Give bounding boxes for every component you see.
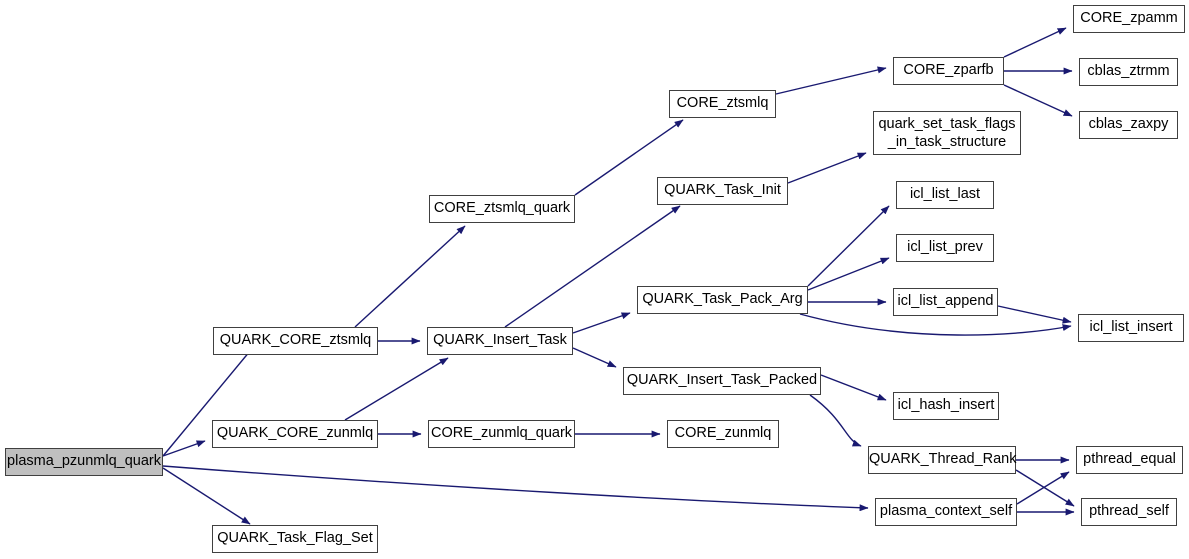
graph-node-label: icl_list_last	[909, 186, 981, 203]
graph-edge-plasma-context-self-to-pthread-equal	[1016, 471, 1070, 505]
graph-edge-quark-core-zunmlq-to-quark-insert-task	[344, 357, 449, 421]
graph-node-icl-list-prev[interactable]: icl_list_prev	[896, 234, 994, 262]
graph-node-quark-insert-task-packed[interactable]: QUARK_Insert_Task_Packed	[623, 367, 821, 395]
graph-node-label: cblas_zaxpy	[1088, 116, 1169, 133]
graph-node-label: CORE_zunmlq_quark	[430, 425, 573, 442]
graph-node-label: QUARK_CORE_zunmlq	[216, 425, 374, 442]
graph-edge-quark-insert-task-packed-to-icl-hash-insert	[820, 374, 887, 401]
graph-node-quark-core-zunmlq[interactable]: QUARK_CORE_zunmlq	[212, 420, 378, 448]
graph-node-label: CORE_ztsmlq_quark	[433, 200, 571, 217]
graph-node-label: QUARK_Thread_Rank	[869, 451, 1017, 468]
graph-edge-quark-insert-task-to-quark-task-pack-arg	[572, 312, 631, 334]
graph-node-label: quark_set_task_flags _in_task_structure	[878, 115, 1016, 150]
graph-edge-quark-task-init-to-quark-set-task-flags	[787, 152, 867, 184]
graph-node-pthread-self[interactable]: pthread_self	[1081, 498, 1177, 526]
graph-node-label: QUARK_Task_Flag_Set	[217, 530, 373, 547]
graph-node-label: QUARK_Insert_Task_Packed	[626, 372, 818, 389]
graph-edge-plasma-pzunmlq-quark-to-quark-task-flag-set	[162, 467, 251, 525]
graph-node-core-ztsmlq[interactable]: CORE_ztsmlq	[669, 90, 776, 118]
graph-edge-core-zparfb-to-core-zpamm	[1003, 27, 1067, 58]
graph-node-label: QUARK_Insert_Task	[433, 332, 567, 349]
graph-node-core-zparfb[interactable]: CORE_zparfb	[893, 57, 1004, 85]
graph-edge-icl-list-append-to-icl-list-insert	[997, 305, 1072, 324]
graph-node-quark-insert-task[interactable]: QUARK_Insert_Task	[427, 327, 573, 355]
graph-node-pthread-equal[interactable]: pthread_equal	[1076, 446, 1183, 474]
graph-node-label: CORE_zunmlq	[674, 425, 772, 442]
graph-node-icl-hash-insert[interactable]: icl_hash_insert	[893, 392, 999, 420]
graph-node-core-zunmlq[interactable]: CORE_zunmlq	[667, 420, 779, 448]
graph-edge-core-ztsmlq-to-core-zparfb	[775, 66, 887, 95]
graph-node-icl-list-insert[interactable]: icl_list_insert	[1078, 314, 1184, 342]
graph-edge-quark-insert-task-packed-to-quark-thread-rank	[809, 394, 862, 447]
graph-node-cblas-ztrmm[interactable]: cblas_ztrmm	[1079, 58, 1178, 86]
graph-node-plasma-pzunmlq-quark[interactable]: plasma_pzunmlq_quark	[5, 448, 163, 476]
graph-node-label: plasma_pzunmlq_quark	[7, 453, 161, 470]
graph-node-label: CORE_zparfb	[903, 62, 994, 79]
graph-node-quark-thread-rank[interactable]: QUARK_Thread_Rank	[868, 446, 1017, 474]
graph-node-label: icl_list_prev	[907, 239, 983, 256]
graph-edge-quark-task-pack-arg-to-icl-list-insert	[799, 313, 1072, 336]
graph-edge-quark-thread-rank-to-pthread-self	[1015, 469, 1075, 507]
graph-edge-quark-task-pack-arg-to-icl-list-prev	[807, 257, 890, 291]
graph-node-plasma-context-self[interactable]: plasma_context_self	[875, 498, 1017, 526]
graph-node-quark-set-task-flags[interactable]: quark_set_task_flags _in_task_structure	[873, 111, 1021, 155]
graph-node-label: pthread_equal	[1083, 451, 1176, 468]
graph-node-label: QUARK_CORE_ztsmlq	[219, 332, 372, 349]
graph-node-label: cblas_ztrmm	[1087, 63, 1170, 80]
graph-node-label: icl_hash_insert	[897, 397, 995, 414]
graph-node-label: pthread_self	[1089, 503, 1169, 520]
graph-node-label: CORE_ztsmlq	[676, 95, 769, 112]
graph-node-quark-task-pack-arg[interactable]: QUARK_Task_Pack_Arg	[637, 286, 808, 314]
graph-node-label: QUARK_Task_Pack_Arg	[642, 291, 803, 308]
graph-edge-plasma-pzunmlq-quark-to-plasma-context-self	[162, 465, 869, 512]
graph-node-quark-task-init[interactable]: QUARK_Task_Init	[657, 177, 788, 205]
graph-node-quark-core-ztsmlq[interactable]: QUARK_CORE_ztsmlq	[213, 327, 378, 355]
graph-node-label: QUARK_Task_Init	[664, 182, 781, 199]
graph-node-icl-list-append[interactable]: icl_list_append	[893, 288, 998, 316]
graph-node-quark-task-flag-set[interactable]: QUARK_Task_Flag_Set	[212, 525, 378, 553]
graph-node-core-zpamm[interactable]: CORE_zpamm	[1073, 5, 1185, 33]
graph-node-icl-list-last[interactable]: icl_list_last	[896, 181, 994, 209]
graph-node-label: icl_list_append	[897, 293, 994, 310]
graph-node-label: CORE_zpamm	[1080, 10, 1178, 27]
graph-edge-quark-task-pack-arg-to-icl-list-last	[807, 205, 890, 287]
graph-node-cblas-zaxpy[interactable]: cblas_zaxpy	[1079, 111, 1178, 139]
graph-node-label: plasma_context_self	[879, 503, 1013, 520]
graph-edge-plasma-pzunmlq-quark-to-quark-core-zunmlq	[162, 440, 206, 457]
graph-node-core-ztsmlq-quark[interactable]: CORE_ztsmlq_quark	[429, 195, 575, 223]
graph-edge-quark-insert-task-to-quark-insert-task-packed	[572, 347, 617, 368]
graph-edge-quark-core-ztsmlq-to-core-ztsmlq-quark	[354, 225, 466, 328]
graph-node-core-zunmlq-quark[interactable]: CORE_zunmlq_quark	[428, 420, 575, 448]
graph-node-label: icl_list_insert	[1089, 319, 1173, 336]
